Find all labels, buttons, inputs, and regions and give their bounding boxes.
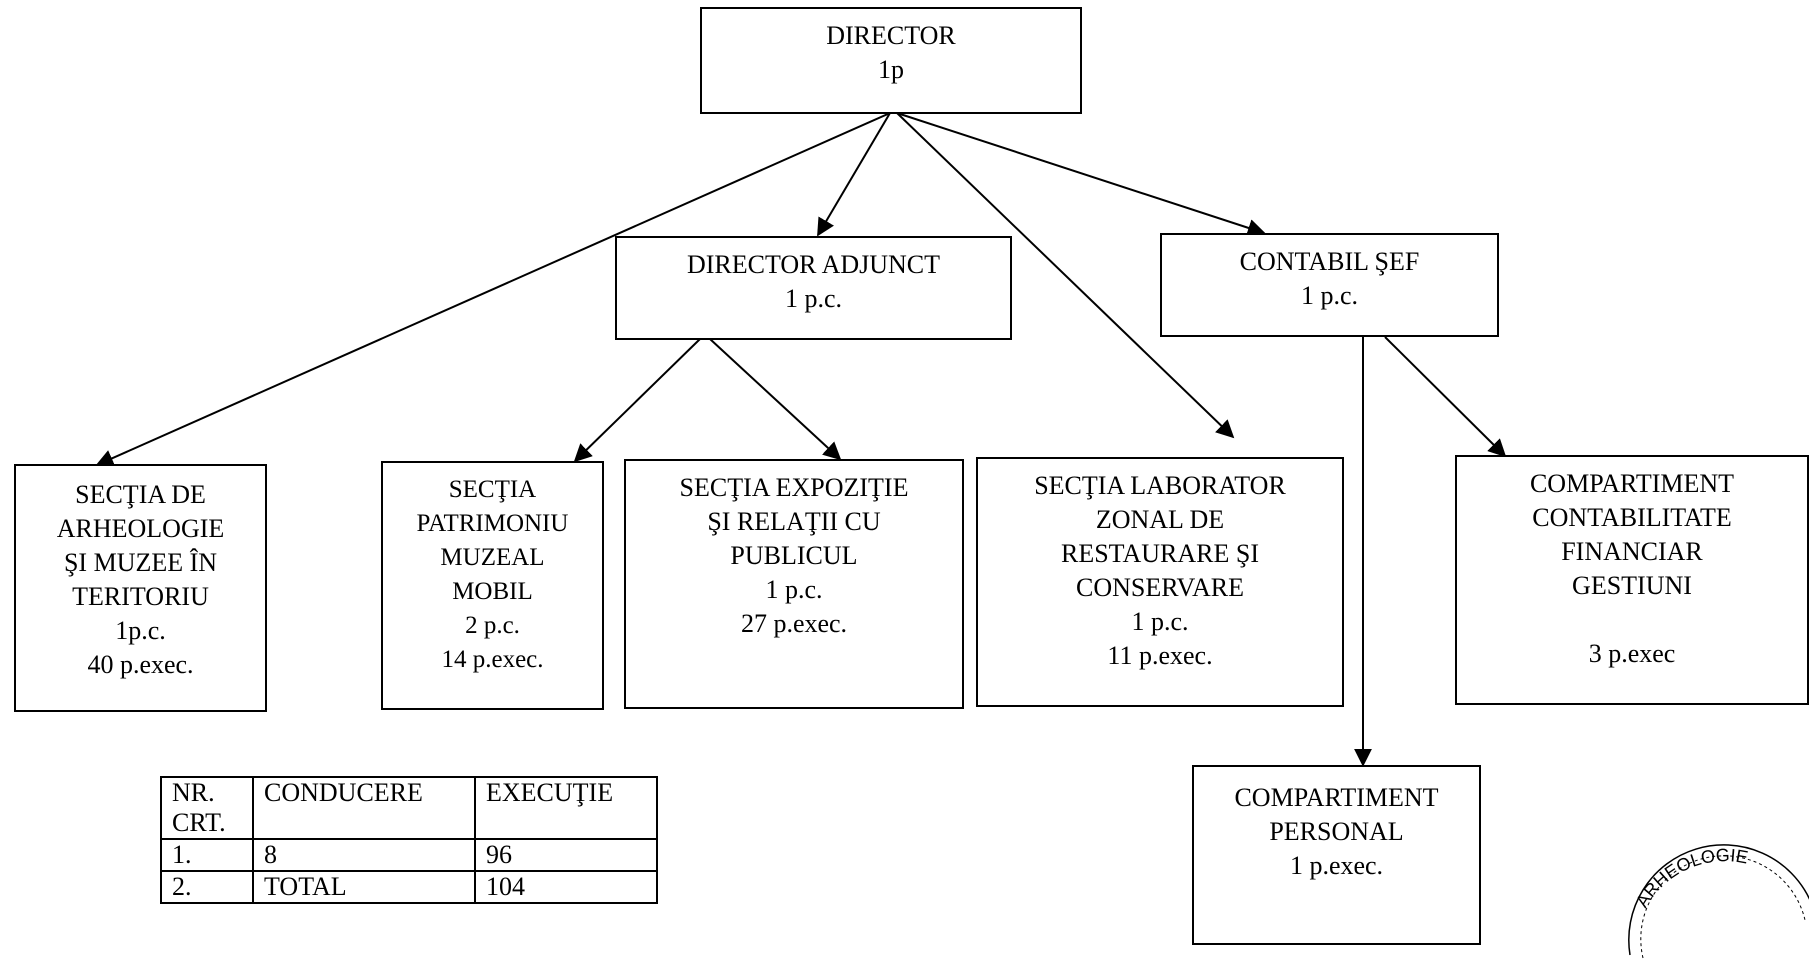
node-title: SECŢIA LABORATOR ZONAL DE RESTAURARE ŞI … [1034,471,1286,602]
node-staff-exec: 11 p.exec. [1107,641,1213,670]
edge-director-arheologie [95,112,891,467]
table-cell: 104 [474,870,658,904]
node-contabil-sef: CONTABIL ŞEF 1 p.c. [1160,233,1499,337]
node-title: SECŢIA EXPOZIŢIE ŞI RELAŢII CU PUBLICUL [679,473,909,570]
table-row: 2. TOTAL 104 [160,870,658,904]
edge-contabil-contabilitate [1384,336,1507,458]
node-staff: 1 p.c. [1131,607,1189,636]
stamp-seal: ARHEOLOGIE [1628,844,1809,959]
node-staff-exec: 1 p.exec. [1289,851,1384,880]
node-compartiment-personal: COMPARTIMENT PERSONAL 1 p.exec. [1192,765,1481,945]
node-director: DIRECTOR 1p [700,7,1082,114]
node-staff: 2 p.c. [465,612,520,639]
node-staff: 1p [878,55,904,84]
node-staff-exec: 14 p.exec. [441,646,544,673]
node-staff-exec: 3 p.exec [1588,639,1676,668]
node-title: DIRECTOR [826,21,956,50]
node-sectia-laborator: SECŢIA LABORATOR ZONAL DE RESTAURARE ŞI … [976,457,1344,707]
node-title: SECŢIA PATRIMONIU MUZEAL MOBIL [416,476,569,605]
edge-adjunct-patrimoniu [573,338,701,463]
node-sectia-expozitie: SECŢIA EXPOZIŢIE ŞI RELAŢII CU PUBLICUL … [624,459,964,709]
node-compartiment-contabilitate: COMPARTIMENT CONTABILITATE FINANCIAR GES… [1455,455,1809,705]
node-staff-exec: 27 p.exec. [740,609,848,638]
node-staff: 1 p.c. [765,575,823,604]
table-header-cell: CONDUCERE [252,776,476,840]
node-director-adjunct: DIRECTOR ADJUNCT 1 p.c. [615,236,1012,340]
stamp-text: ARHEOLOGIE [1632,845,1750,911]
node-sectia-arheologie: SECŢIA DE ARHEOLOGIE ŞI MUZEE ÎN TERITOR… [14,464,267,712]
table-header-cell: NR. CRT. [160,776,254,840]
node-title: CONTABIL ŞEF [1239,247,1420,276]
node-staff: 1p.c. [115,616,166,645]
edge-adjunct-expozitie [709,338,842,461]
table-header-row: NR. CRT. CONDUCERE EXECUŢIE [160,776,658,840]
node-title: DIRECTOR ADJUNCT [686,250,941,279]
edge-director-contabil [896,112,1266,237]
edge-director-laborator [896,112,1235,439]
node-staff-exec: 40 p.exec. [87,650,194,679]
table-cell: 2. [160,870,254,904]
table-cell: 96 [474,838,658,872]
node-staff: 1 p.c. [1300,281,1359,310]
table-cell: 8 [252,838,476,872]
summary-table: NR. CRT. CONDUCERE EXECUŢIE 1. 8 96 2. T… [160,776,658,904]
node-title: COMPARTIMENT CONTABILITATE FINANCIAR GES… [1529,469,1735,600]
node-title: COMPARTIMENT PERSONAL [1234,783,1439,846]
connector-lines [95,112,1507,767]
table-header-cell: EXECUŢIE [474,776,658,840]
table-cell: TOTAL [252,870,476,904]
node-sectia-patrimoniu: SECŢIA PATRIMONIU MUZEAL MOBIL 2 p.c. 14… [381,461,604,710]
node-title: SECŢIA DE ARHEOLOGIE ŞI MUZEE ÎN TERITOR… [56,480,225,611]
edge-director-adjunct [817,112,891,237]
table-row: 1. 8 96 [160,838,658,872]
node-staff: 1 p.c. [784,284,843,313]
svg-text:ARHEOLOGIE: ARHEOLOGIE [1632,845,1750,911]
table-cell: 1. [160,838,254,872]
